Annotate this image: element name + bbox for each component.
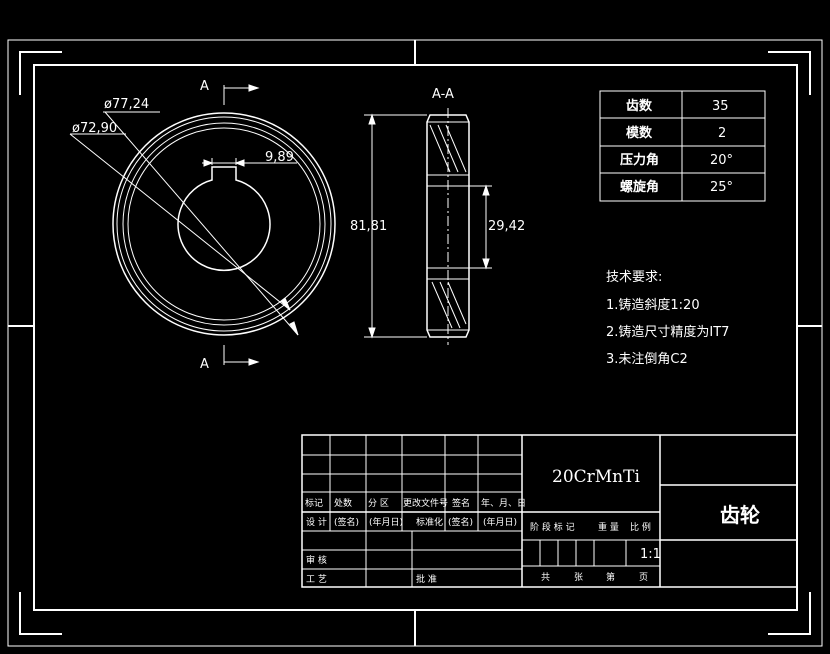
tech-req-item-2: 2.铸造尺寸精度为IT7 xyxy=(606,324,729,340)
title-block xyxy=(301,434,798,588)
footer-page: 页 xyxy=(639,572,648,583)
param-label-helix-angle: 螺旋角 xyxy=(620,179,659,195)
param-value-module: 2 xyxy=(718,126,726,141)
footer-total: 共 xyxy=(541,572,550,583)
standardization-date: (年月日) xyxy=(483,516,517,528)
param-label-teeth: 齿数 xyxy=(626,98,653,114)
rev-header-mark: 标记 xyxy=(305,497,323,509)
gear-front-view xyxy=(69,84,336,366)
rev-header-doc-no: 更改文件号 xyxy=(403,497,448,509)
standardization-label: 标准化 xyxy=(416,516,443,528)
gear-param-table xyxy=(599,90,766,202)
section-mark-bottom: A xyxy=(200,357,209,372)
param-label-module: 模数 xyxy=(626,125,653,141)
param-value-helix-angle: 25° xyxy=(710,180,733,195)
rev-header-count: 处数 xyxy=(334,497,352,509)
design-signature: (签名) xyxy=(334,516,359,528)
bore-diameter-dim: 29,42 xyxy=(488,219,525,234)
overall-height-dim: 81,81 xyxy=(350,219,387,234)
rev-header-zone: 分 区 xyxy=(368,498,389,509)
keyway-width-dim: 9,89 xyxy=(265,150,294,165)
standardization-signature: (签名) xyxy=(448,516,473,528)
section-mark-top: A xyxy=(200,79,209,94)
process-label: 工 艺 xyxy=(306,574,327,585)
tech-req-item-1: 1.铸造斜度1:20 xyxy=(606,297,700,313)
sheet-border xyxy=(7,39,823,647)
section-view-label: A-A xyxy=(432,87,454,102)
part-name-label: 齿轮 xyxy=(720,503,760,527)
stage-header-weight: 重 量 xyxy=(598,521,619,533)
scale-label: 1:1 xyxy=(640,547,661,562)
design-label: 设 计 xyxy=(306,516,327,528)
footer-sheets: 张 xyxy=(574,572,583,583)
tech-req-item-3: 3.未注倒角C2 xyxy=(606,352,688,367)
param-value-teeth: 35 xyxy=(712,99,729,114)
stage-header-scale: 比 例 xyxy=(630,521,651,533)
material-label: 20CrMnTi xyxy=(552,467,640,487)
rev-header-date: 年、月、日 xyxy=(481,497,526,509)
rev-header-signature: 签名 xyxy=(452,497,470,509)
root-diameter-dim: ø72,90 xyxy=(72,121,117,136)
tech-req-title: 技术要求: xyxy=(606,270,662,285)
gear-section-view xyxy=(364,108,492,345)
approve-label: 批 准 xyxy=(416,573,437,585)
param-label-pressure-angle: 压力角 xyxy=(620,152,659,168)
footer-number: 第 xyxy=(606,571,615,583)
stage-header-mark: 阶 段 标 记 xyxy=(530,521,575,533)
outer-diameter-dim: ø77,24 xyxy=(104,97,149,112)
review-label: 审 核 xyxy=(306,554,327,566)
design-date: (年月日) xyxy=(369,516,403,528)
param-value-pressure-angle: 20° xyxy=(710,153,733,168)
